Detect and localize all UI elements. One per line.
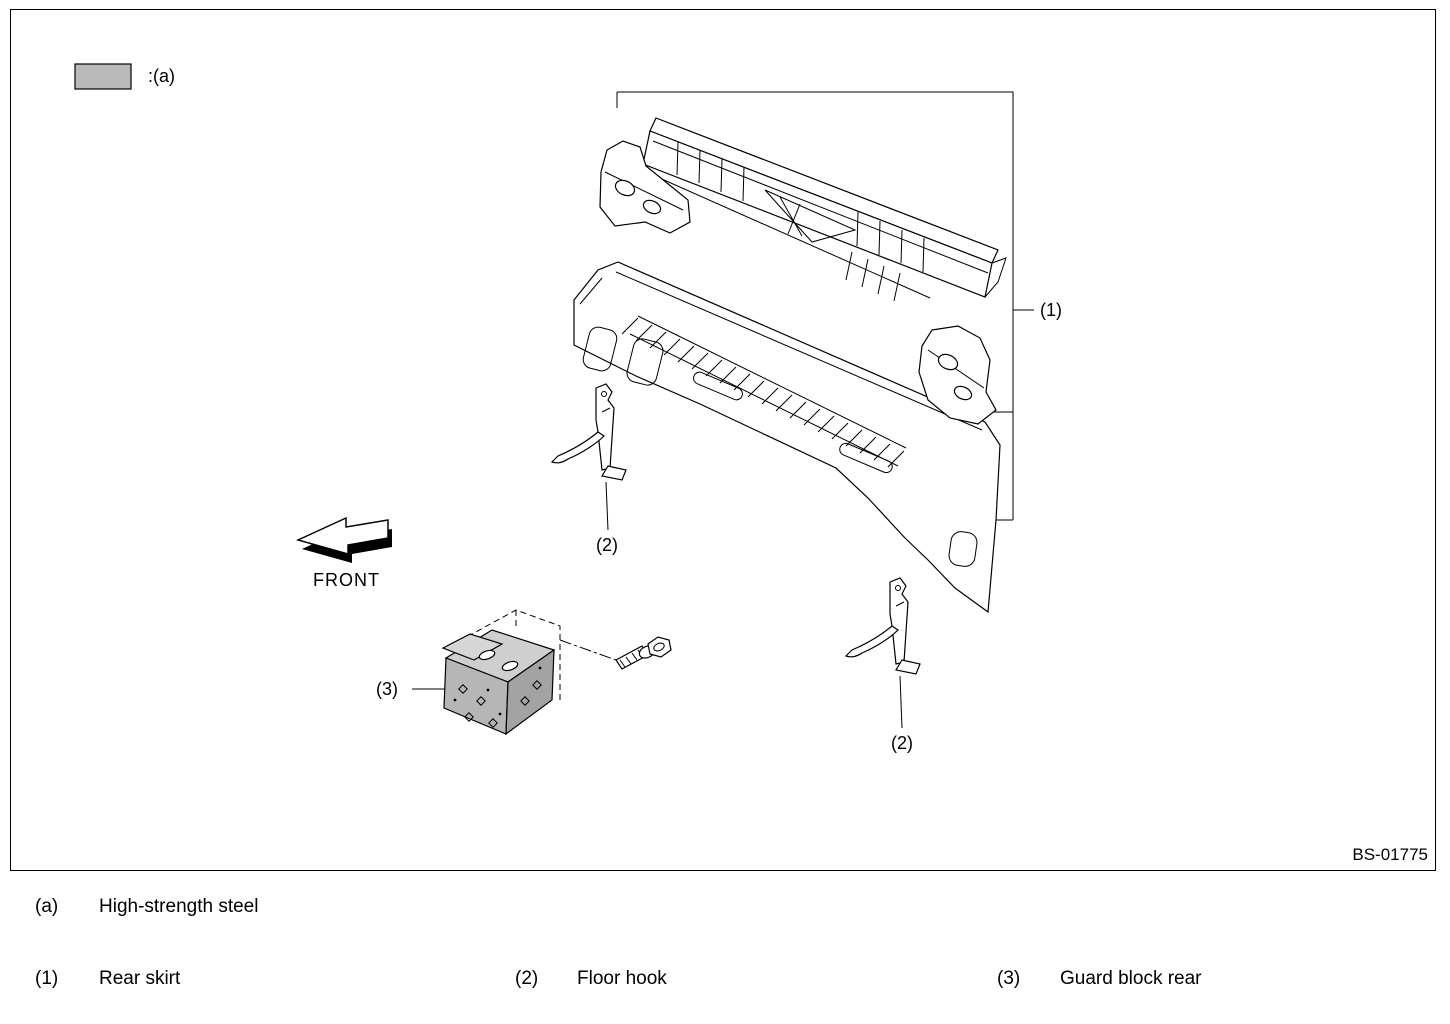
legend-key-a: (a) [35, 896, 59, 917]
legend-key-1: (1) [35, 968, 59, 989]
front-direction-arrow-icon [295, 516, 392, 563]
callout-1: (1) [1040, 300, 1062, 320]
corner-bracket-left-drawing [599, 140, 691, 234]
floor-hook-rear-drawing [845, 577, 921, 675]
legend-key-2: (2) [515, 968, 539, 989]
legend-label-a: High-strength steel [99, 896, 259, 917]
rear-skirt-upper-panel-drawing [642, 117, 1007, 302]
corner-bracket-right-drawing [918, 325, 997, 425]
bolt-drawing [615, 636, 672, 670]
front-label: FRONT [313, 570, 380, 590]
material-swatch-icon [74, 63, 132, 90]
material-swatch-label: :(a) [148, 66, 175, 86]
floor-hook-front-drawing [551, 383, 627, 481]
callout-3: (3) [376, 679, 398, 699]
callout-2-front: (2) [596, 535, 618, 555]
legend-label-3: Guard block rear [1060, 968, 1202, 989]
rear-skirt-lower-panel-drawing [573, 261, 1001, 614]
figure-code: BS-01775 [1352, 845, 1428, 864]
legend-label-2: Floor hook [577, 968, 667, 989]
callout-2-rear: (2) [891, 733, 913, 753]
legend-label-1: Rear skirt [99, 968, 181, 989]
guard-block-drawing [441, 609, 617, 736]
legend-key-3: (3) [997, 968, 1021, 989]
diagram-frame [10, 9, 1436, 871]
